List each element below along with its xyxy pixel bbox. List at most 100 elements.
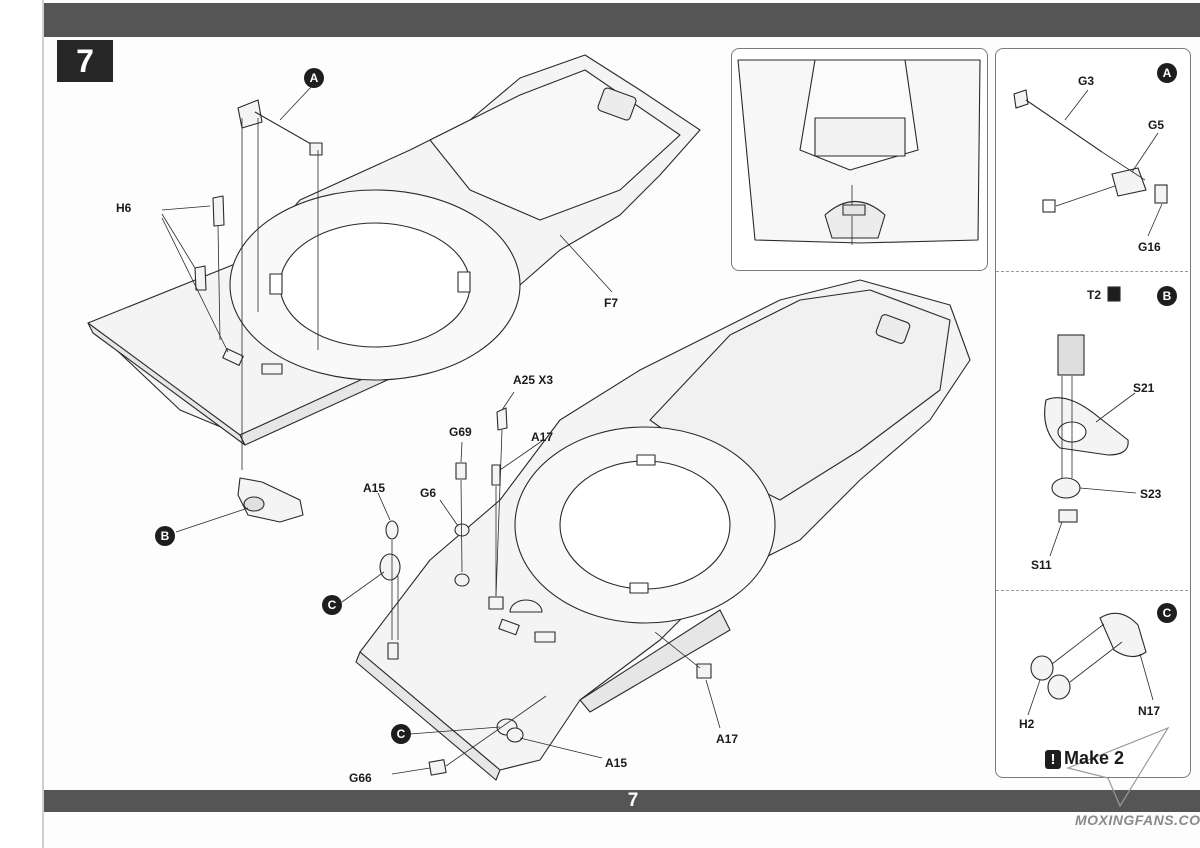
guide-g5 — [1131, 132, 1159, 173]
part-a-bracket-upper — [237, 99, 263, 129]
header-band — [44, 3, 1200, 37]
part-socket-lower-2 — [534, 631, 556, 643]
label-f7: F7 — [604, 296, 619, 310]
part-a-clip-upper — [309, 142, 323, 156]
callout-c-main-top: C — [322, 595, 342, 615]
detail-a-bracket-g5 — [1111, 167, 1147, 197]
part-socket-upper-2 — [261, 363, 283, 375]
label-s11: S11 — [1031, 558, 1052, 572]
detail-b-plate-socket — [243, 496, 265, 512]
guide-s11 — [1049, 521, 1063, 557]
reference-hull-fitting — [842, 204, 866, 216]
part-h6-upper-1 — [212, 195, 225, 227]
part-socket-g6 — [454, 573, 470, 587]
upper-turret-ring-opening — [279, 222, 471, 348]
label-a17-bottom: A17 — [716, 732, 739, 746]
label-h2: H2 — [1019, 717, 1035, 731]
part-a15-top — [385, 520, 399, 540]
label-a17-top: A17 — [531, 430, 554, 444]
lower-ring-notch-top — [636, 454, 656, 466]
guide-g66 — [391, 767, 431, 775]
part-a15-bottom — [506, 727, 524, 743]
guide-a-callout — [279, 85, 313, 121]
guide-check-mark — [1055, 185, 1116, 207]
guide-b-left — [175, 507, 249, 533]
detail-c-hub-n17 — [1099, 612, 1147, 658]
lower-hull-side-edge — [579, 609, 731, 713]
label-g3: G3 — [1078, 74, 1095, 88]
panel-divider-b-c — [996, 590, 1188, 591]
detail-c-guide-1 — [1051, 623, 1105, 665]
reference-hull-notch — [824, 201, 886, 239]
label-g6: G6 — [420, 486, 437, 500]
make-count-text: Make 2 — [1064, 748, 1125, 768]
make-count-badge: !Make 2 — [1045, 748, 1124, 769]
guide-a25-drop — [495, 429, 503, 597]
guide-h2 — [1027, 679, 1041, 716]
lower-turret-ring-opening — [559, 460, 731, 590]
part-post-top — [387, 642, 399, 660]
label-a25-x3: A25 X3 — [513, 373, 554, 387]
guide-g69 — [460, 441, 463, 463]
page-number: 7 — [627, 790, 639, 811]
part-socket-upper-1 — [222, 348, 244, 366]
guide-s21 — [1095, 392, 1136, 423]
guide-c-bottom — [409, 726, 501, 735]
guide-a25 — [501, 391, 515, 411]
detail-c-cap-1 — [1030, 655, 1054, 681]
label-g66: G66 — [349, 771, 372, 785]
footer-band — [44, 790, 1200, 812]
detail-b-block-s11 — [1058, 509, 1078, 523]
lower-ring-notch-bottom — [629, 582, 649, 594]
label-h6: H6 — [116, 201, 132, 215]
part-g6 — [454, 523, 470, 537]
label-s21: S21 — [1133, 381, 1155, 395]
guide-f7 — [559, 234, 613, 293]
callout-c-panel: C — [1157, 603, 1177, 623]
callout-c-main-bottom: C — [391, 724, 411, 744]
detail-b-ring-s23 — [1051, 477, 1081, 499]
detail-a-check-mark — [1042, 199, 1056, 213]
guide-g6 — [439, 499, 459, 527]
label-g5: G5 — [1148, 118, 1165, 132]
detail-b-check-mark — [1107, 286, 1121, 302]
label-a15-bottom: A15 — [605, 756, 628, 770]
guide-a15-top — [377, 492, 391, 521]
attention-icon: ! — [1045, 750, 1061, 769]
detail-b-plate-s21 — [1044, 397, 1129, 456]
guide-g69-drop — [460, 479, 463, 573]
upper-ring-notch-right — [457, 271, 471, 293]
part-round-hatch — [509, 599, 543, 613]
callout-a-panel: A — [1157, 63, 1177, 83]
guide-a15-bottom — [519, 737, 603, 759]
detail-a-end-left — [1013, 89, 1029, 109]
guide-h6-1 — [161, 205, 211, 211]
part-c-ring-top — [379, 553, 401, 581]
callout-b-main: B — [155, 526, 175, 546]
guide-a17-bottom-rail — [654, 631, 701, 669]
reference-hull-plate — [814, 117, 906, 157]
guide-c-top — [341, 571, 385, 603]
label-t2: T2 — [1087, 288, 1102, 302]
upper-hull-hatch — [597, 87, 637, 121]
detail-a-rod-g3 — [1025, 99, 1103, 153]
guide-g16 — [1147, 203, 1163, 237]
guide-g3 — [1064, 89, 1089, 121]
lower-hull-hatch — [875, 314, 911, 344]
guide-a15-pin — [445, 695, 547, 767]
label-n17: N17 — [1138, 704, 1161, 718]
detail-c-cap-2 — [1047, 674, 1071, 700]
label-g16: G16 — [1138, 240, 1161, 254]
callout-a-main: A — [304, 68, 324, 88]
label-g69: G69 — [449, 425, 472, 439]
part-a-rod-upper — [254, 111, 319, 149]
callout-b-panel: B — [1157, 286, 1177, 306]
part-a25 — [496, 407, 508, 431]
part-socket-lower-1 — [498, 618, 520, 636]
part-h6-upper-2 — [194, 265, 207, 291]
watermark-glider-icon — [1066, 726, 1170, 808]
page-spine — [0, 0, 44, 848]
binding-edge — [42, 0, 44, 848]
part-a17-top — [491, 464, 501, 486]
